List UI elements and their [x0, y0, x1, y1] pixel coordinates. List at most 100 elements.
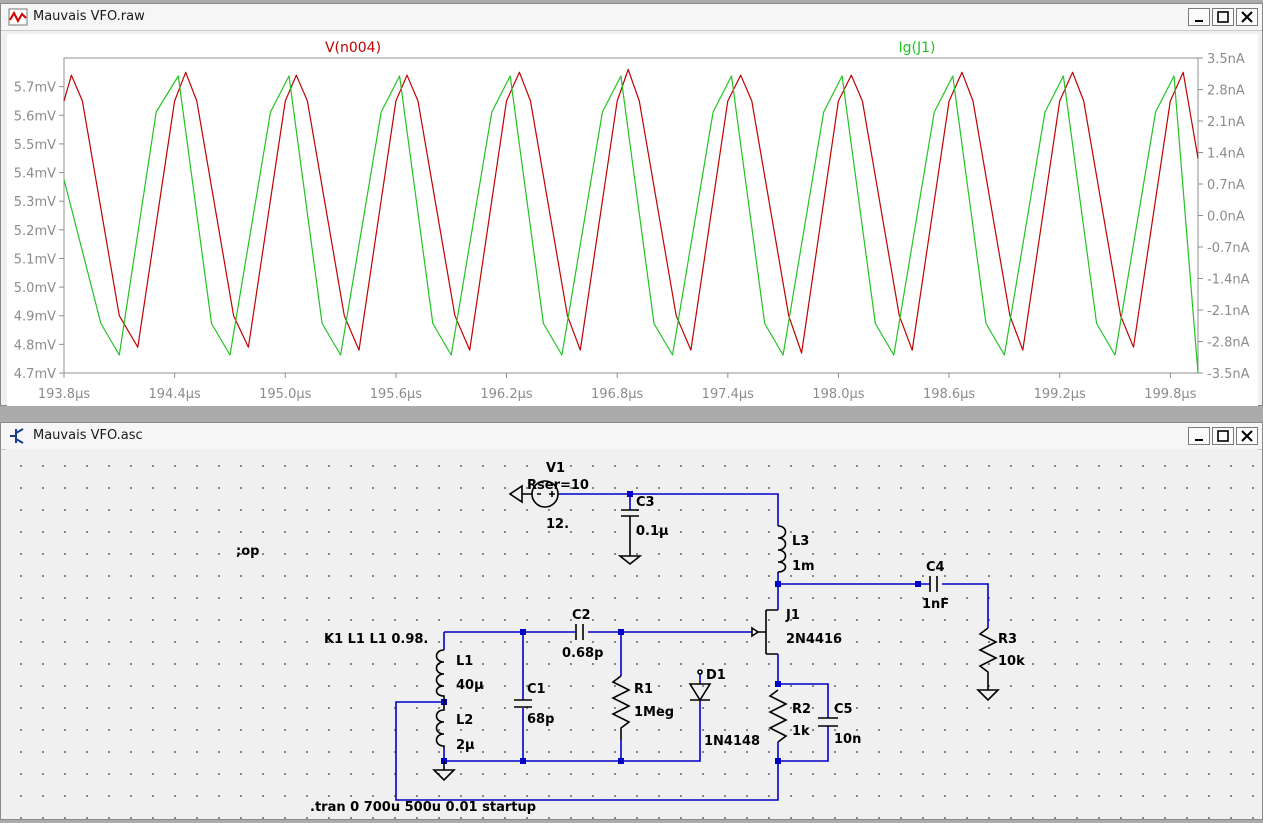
k1-directive[interactable]: K1 L1 L1 0.98.: [324, 632, 428, 647]
schematic-close-button[interactable]: [1236, 427, 1258, 445]
v1-rser: Rser=10: [527, 478, 589, 493]
y-right-tick-label: -3.5nA: [1207, 367, 1250, 382]
y-left-tick-label: 5.6mV: [14, 109, 56, 124]
junction-source: [775, 681, 781, 687]
schematic-canvas[interactable]: V1 Rser=10 12. C3 0.1µ L3 1m C4 1nF R3 1…: [6, 449, 1257, 819]
minimize-button[interactable]: [1188, 8, 1210, 26]
y-left-tick-label: 4.9mV: [14, 310, 56, 325]
waveform-icon: [8, 8, 28, 26]
y-left-tick-label: 5.7mV: [14, 81, 56, 96]
series-line-v-n004[interactable]: [63, 68, 1199, 354]
y-left-tick-label: 5.1mV: [14, 252, 56, 267]
ground-l2: [432, 761, 456, 782]
wires: [395, 493, 989, 801]
c5-value: 10n: [834, 732, 861, 747]
l2-value: 2µ: [456, 738, 475, 753]
schematic-drawing[interactable]: V1 Rser=10 12. C3 0.1µ L3 1m C4 1nF R3 1…: [6, 449, 1257, 819]
capacitor-c3[interactable]: [617, 509, 643, 566]
y-left-tick-label: 5.2mV: [14, 224, 56, 239]
jfet-j1[interactable]: [751, 609, 778, 655]
wire-v1-rail: [558, 493, 779, 526]
c1-value: 68p: [527, 712, 554, 727]
y-left-tick-label: 4.7mV: [14, 367, 56, 382]
y-right-tick-label: 2.8nA: [1207, 84, 1245, 99]
y-left-tick-label: 4.8mV: [14, 338, 56, 353]
x-tick-label: 193.8µs: [38, 387, 90, 402]
inductor-l1[interactable]: [435, 649, 445, 702]
x-tick-label: 195.6µs: [370, 387, 422, 402]
minimize-icon: [1195, 439, 1203, 441]
op-directive[interactable]: ;op: [236, 544, 259, 559]
series-line-ig-j1[interactable]: [63, 75, 1199, 374]
capacitor-c1[interactable]: [514, 699, 532, 708]
l1-name: L1: [456, 654, 473, 669]
y-right-tick-label: 0.7nA: [1207, 178, 1245, 193]
y-left-tick-label: 5.3mV: [14, 195, 56, 210]
junction-r2-bottom: [775, 758, 781, 764]
tran-directive[interactable]: .tran 0 700u 500u 0.01 startup: [310, 800, 536, 815]
resistor-r1[interactable]: [611, 675, 631, 740]
inductor-l2[interactable]: [435, 702, 445, 748]
x-tick-label: 196.2µs: [480, 387, 532, 402]
junction-r1-bottom: [618, 758, 624, 764]
l3-name: L3: [792, 534, 809, 549]
wire-source-bottom: [395, 701, 779, 801]
junction-c3: [627, 491, 633, 497]
y-right-tick-label: -0.7nA: [1207, 241, 1250, 256]
y-left-tick-label: 5.5mV: [14, 138, 56, 153]
x-tick-label: 199.2µs: [1034, 387, 1086, 402]
junction-drain: [775, 581, 781, 587]
x-tick-label: 198.0µs: [812, 387, 864, 402]
c2-value: 0.68p: [562, 646, 603, 661]
l2-name: L2: [456, 713, 473, 728]
schematic-maximize-button[interactable]: [1212, 427, 1234, 445]
components: [432, 480, 1000, 782]
r1-name: R1: [634, 682, 653, 697]
r2-value: 1k: [792, 724, 810, 739]
capacitor-c5[interactable]: [818, 717, 838, 727]
waveform-chart[interactable]: 5.7mV5.6mV5.5mV5.4mV5.3mV5.2mV5.1mV5.0mV…: [7, 34, 1258, 406]
d1-model: 1N4148: [704, 734, 760, 749]
x-tick-label: 199.8µs: [1144, 387, 1196, 402]
l3-value: 1m: [792, 559, 815, 574]
legend-v-n004[interactable]: V(n004): [325, 40, 381, 56]
c4-name: C4: [926, 560, 945, 575]
close-icon: [1241, 11, 1253, 23]
c1-name: C1: [527, 682, 546, 697]
y-left-tick-label: 5.0mV: [14, 281, 56, 296]
j1-model: 2N4416: [786, 632, 842, 647]
x-tick-label: 198.6µs: [923, 387, 975, 402]
wire-source: [777, 654, 829, 762]
inductor-l3[interactable]: [777, 525, 787, 573]
resistor-r2[interactable]: [768, 689, 788, 743]
c2-name: C2: [572, 608, 591, 623]
maximize-button[interactable]: [1212, 8, 1234, 26]
capacitor-c2[interactable]: [575, 624, 584, 640]
y-right-tick-label: -2.8nA: [1207, 336, 1250, 351]
waveform-titlebar[interactable]: Mauvais VFO.raw: [1, 4, 1262, 31]
c5-name: C5: [834, 702, 853, 717]
legend-ig-j1[interactable]: Ig(J1): [899, 40, 936, 56]
junction-c1-top: [520, 629, 526, 635]
schematic-titlebar[interactable]: Mauvais VFO.asc: [1, 423, 1262, 450]
c4-value: 1nF: [922, 597, 949, 612]
y-right-tick-label: 0.0nA: [1207, 210, 1245, 225]
v1-value: 12.: [546, 517, 569, 532]
voltage-source-v1[interactable]: [508, 480, 559, 508]
waveform-window-title: Mauvais VFO.raw: [33, 9, 145, 24]
resistor-r3[interactable]: [976, 627, 1000, 702]
schematic-minimize-button[interactable]: [1188, 427, 1210, 445]
wire-drain-c4-r3: [778, 583, 989, 628]
y-right-tick-label: -2.1nA: [1207, 304, 1250, 319]
r3-name: R3: [998, 632, 1017, 647]
r2-name: R2: [792, 702, 811, 717]
l1-value: 40µ: [456, 678, 484, 693]
close-button[interactable]: [1236, 8, 1258, 26]
capacitor-c4[interactable]: [929, 576, 938, 592]
diode-d1[interactable]: [688, 669, 712, 702]
c3-value: 0.1µ: [636, 524, 669, 539]
junction-r1-top: [618, 629, 624, 635]
j1-name: J1: [785, 608, 800, 623]
